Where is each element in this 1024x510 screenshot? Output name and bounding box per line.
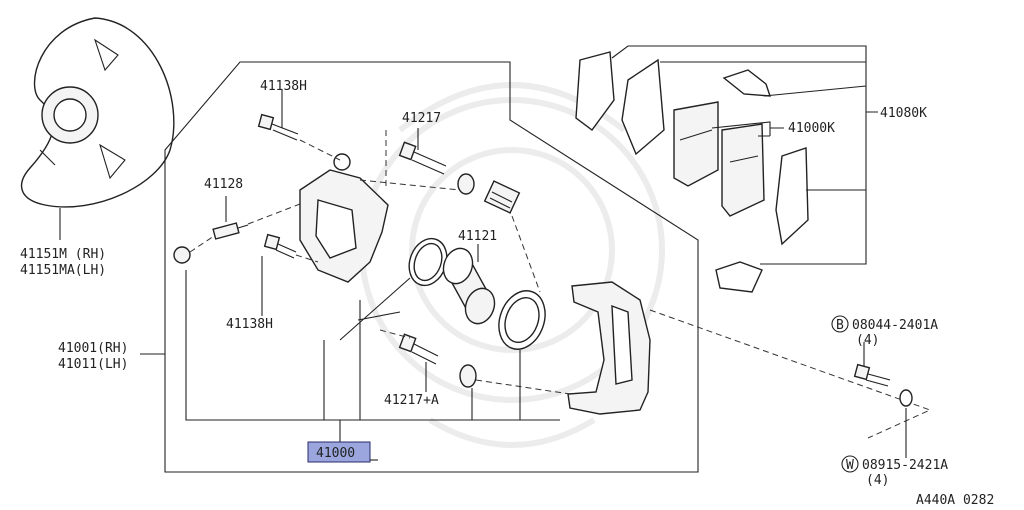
assembly-41000-lines bbox=[185, 270, 560, 421]
dust-shield[interactable] bbox=[20, 17, 175, 208]
brake-pad-inner[interactable] bbox=[721, 123, 765, 217]
label-bolt-code: 08044-2401A bbox=[852, 318, 938, 333]
shim-outer-1[interactable] bbox=[575, 51, 615, 131]
label-washer-qty: (4) bbox=[866, 473, 889, 488]
washer[interactable] bbox=[899, 389, 913, 407]
boot-41217-top[interactable] bbox=[457, 173, 475, 195]
label-41000-highlight[interactable] bbox=[307, 441, 371, 463]
diagram-id: A440A 0282 bbox=[916, 493, 994, 508]
brake-pad-outer[interactable] bbox=[673, 101, 719, 187]
pad-clip-bottom[interactable] bbox=[715, 261, 763, 293]
pin-41217a[interactable] bbox=[398, 333, 439, 365]
assembly-frame bbox=[164, 61, 699, 473]
label-41080k: 41080K bbox=[880, 106, 927, 121]
bolt-41138h-top[interactable] bbox=[257, 113, 299, 141]
label-41138h-top: 41138H bbox=[260, 79, 307, 94]
piston-boot[interactable] bbox=[491, 284, 553, 355]
label-41001: 41001(RH) bbox=[58, 341, 128, 356]
label-washer-code: 08915-2421A bbox=[862, 458, 948, 473]
label-41151m: 41151M (RH) bbox=[20, 247, 106, 262]
label-41151ma: 41151MA(LH) bbox=[20, 263, 106, 278]
label-41121: 41121 bbox=[458, 229, 497, 244]
bushing-spring[interactable] bbox=[483, 180, 521, 214]
pad-clip-top[interactable] bbox=[722, 69, 771, 97]
pin-41217-top[interactable] bbox=[398, 141, 447, 175]
mount-bolt[interactable] bbox=[853, 363, 891, 387]
watermark bbox=[359, 82, 665, 448]
label-41000k: 41000K bbox=[788, 121, 835, 136]
label-41217: 41217 bbox=[402, 111, 441, 126]
label-41138h-bottom: 41138H bbox=[226, 317, 273, 332]
shim-inner[interactable] bbox=[775, 147, 809, 246]
bleeder-41128[interactable] bbox=[212, 222, 249, 240]
bolt-41138h-bottom[interactable] bbox=[263, 233, 297, 259]
piston-41121[interactable] bbox=[439, 244, 500, 327]
kit-41080k-lines bbox=[611, 45, 878, 265]
bleeder-cap[interactable] bbox=[173, 246, 191, 264]
label-bolt-qty: (4) bbox=[856, 333, 879, 348]
washer-code-circle-letter: W bbox=[846, 458, 854, 473]
kit-41000k-lines bbox=[711, 121, 784, 137]
shim-outer-2[interactable] bbox=[621, 58, 665, 156]
boot-41217a[interactable] bbox=[459, 364, 477, 388]
bolt-code-circle-letter: B bbox=[836, 318, 844, 333]
label-41128: 41128 bbox=[204, 177, 243, 192]
label-41217a: 41217+A bbox=[384, 393, 439, 408]
label-41011: 41011(LH) bbox=[58, 357, 128, 372]
bolt-code-circle bbox=[831, 315, 849, 333]
label-41000[interactable]: 41000 bbox=[316, 446, 355, 461]
washer-code-circle bbox=[841, 455, 859, 473]
caliper-body[interactable] bbox=[299, 153, 389, 283]
caliper-bracket[interactable] bbox=[567, 281, 651, 415]
